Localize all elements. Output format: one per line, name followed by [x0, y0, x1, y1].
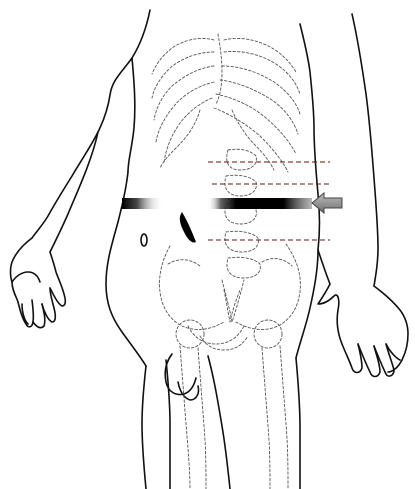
left-arrow-icon: [312, 193, 342, 213]
body-outline: [11, 10, 409, 489]
skeleton-overlay: [152, 34, 300, 489]
navel: [141, 234, 147, 246]
oblique-mark: [180, 212, 196, 243]
abdominal-band: [122, 198, 312, 243]
